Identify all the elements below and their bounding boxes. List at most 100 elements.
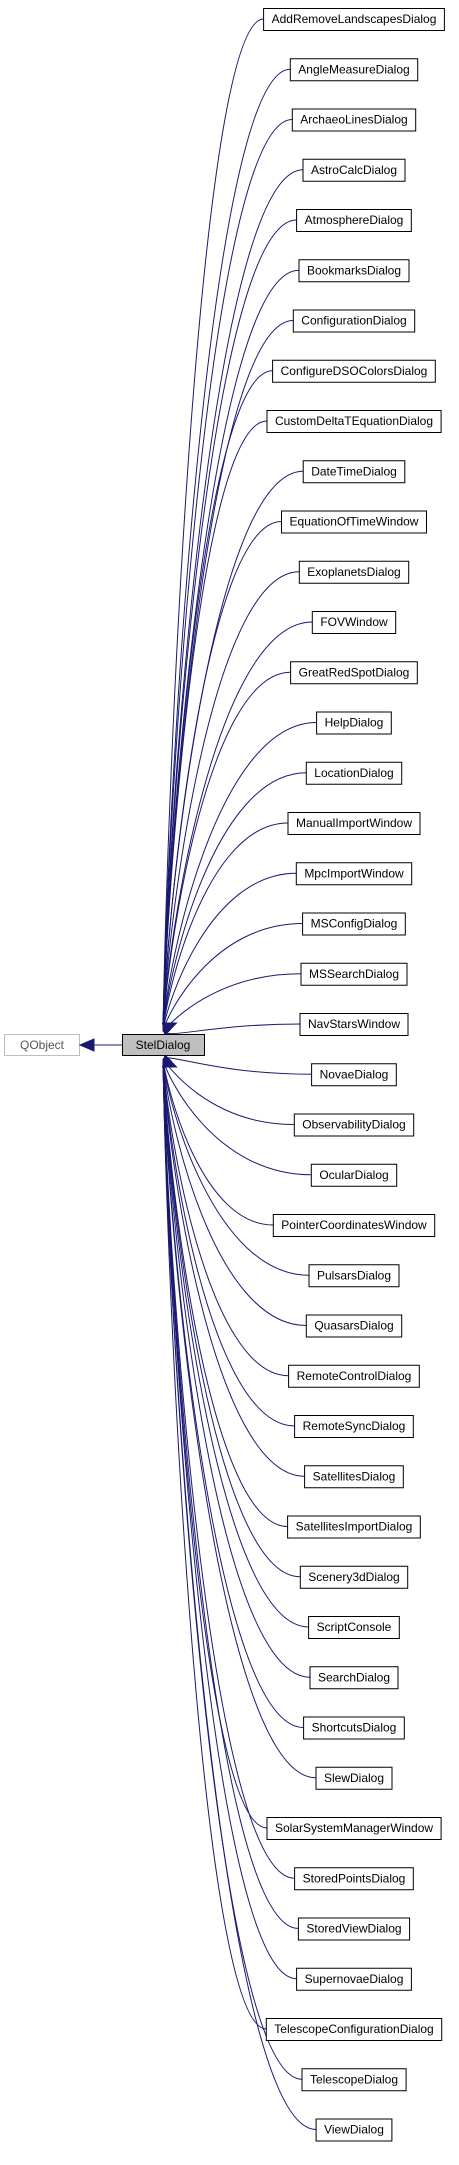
node-equation-of-time-window[interactable]: EquationOfTimeWindow	[281, 510, 427, 534]
node-remote-sync-dialog[interactable]: RemoteSyncDialog	[294, 1415, 414, 1438]
node-fovwindow[interactable]: FOVWindow	[311, 611, 397, 634]
node-exoplanets-dialog[interactable]: ExoplanetsDialog	[298, 560, 410, 584]
node-label: AddRemoveLandscapesDialog	[272, 12, 437, 26]
edge-remote-control-dialog	[162, 1058, 289, 1377]
node-box	[295, 862, 413, 886]
node-remote-control-dialog[interactable]: RemoteControlDialog	[288, 1364, 420, 1388]
node-great-red-spot-dialog[interactable]: GreatRedSpotDialog	[290, 661, 418, 685]
node-scenery3d-dialog[interactable]: Scenery3dDialog	[299, 1565, 409, 1589]
node-label: ShortcutsDialog	[312, 1721, 397, 1735]
node-steldialog[interactable]: StelDialog	[122, 1034, 205, 1056]
node-custom-delta-tequation-dialog[interactable]: CustomDeltaTEquationDialog	[266, 410, 442, 433]
node-satellites-import-dialog[interactable]: SatellitesImportDialog	[287, 1515, 421, 1539]
edge-custom-delta-tequation-dialog	[162, 420, 267, 1032]
node-quasars-dialog[interactable]: QuasarsDialog	[305, 1314, 403, 1338]
node-pulsars-dialog[interactable]: PulsarsDialog	[308, 1264, 400, 1288]
node-manual-import-window[interactable]: ManualImportWindow	[287, 812, 421, 835]
node-solar-system-manager-window[interactable]: SolarSystemManagerWindow	[266, 1817, 442, 1840]
node-box	[315, 2118, 393, 2142]
node-label: SupernovaeDialog	[305, 1972, 404, 1986]
node-script-console[interactable]: ScriptConsole	[308, 1616, 400, 1639]
node-box	[287, 812, 421, 835]
node-supernovae-dialog[interactable]: SupernovaeDialog	[296, 1967, 412, 1991]
node-label: AtmosphereDialog	[305, 213, 404, 227]
node-label: StoredPointsDialog	[303, 1871, 406, 1885]
node-msconfig-dialog[interactable]: MSConfigDialog	[302, 912, 406, 936]
node-box	[297, 1917, 411, 1941]
node-box	[289, 58, 419, 82]
node-observability-dialog[interactable]: ObservabilityDialog	[293, 1113, 415, 1137]
node-mpc-import-window[interactable]: MpcImportWindow	[295, 862, 413, 886]
node-label: ScriptConsole	[317, 1620, 392, 1634]
node-box	[311, 1063, 397, 1087]
node-search-dialog[interactable]: SearchDialog	[309, 1666, 399, 1690]
node-label: ViewDialog	[324, 2123, 384, 2137]
node-label: MSConfigDialog	[311, 917, 398, 931]
node-box	[308, 1264, 400, 1288]
node-pointer-coordinates-window[interactable]: PointerCoordinatesWindow	[272, 1214, 436, 1237]
node-nav-stars-window[interactable]: NavStarsWindow	[299, 1013, 409, 1036]
node-stored-view-dialog[interactable]: StoredViewDialog	[297, 1917, 411, 1941]
node-box	[266, 410, 442, 433]
node-astro-calc-dialog[interactable]: AstroCalcDialog	[302, 158, 406, 182]
node-archaeo-lines-dialog[interactable]: ArchaeoLinesDialog	[291, 108, 417, 132]
node-box	[294, 1867, 414, 1891]
node-date-time-dialog[interactable]: DateTimeDialog	[302, 460, 406, 484]
node-label: MSSearchDialog	[309, 967, 399, 981]
edge-msconfig-dialog	[162, 923, 303, 1032]
node-satellites-dialog[interactable]: SatellitesDialog	[304, 1465, 404, 1489]
node-slew-dialog[interactable]: SlewDialog	[315, 1766, 393, 1790]
node-configure-dsocolors-dialog[interactable]: ConfigureDSOColorsDialog	[272, 359, 436, 383]
node-box	[294, 1415, 414, 1438]
node-help-dialog[interactable]: HelpDialog	[316, 711, 392, 735]
edge-shortcuts-dialog	[162, 1058, 304, 1728]
node-label: ConfigureDSOColorsDialog	[281, 364, 428, 378]
node-box	[298, 259, 410, 283]
edge-exoplanets-dialog	[162, 571, 300, 1032]
derived-class-nodes: AddRemoveLandscapesDialogAngleMeasureDia…	[263, 8, 445, 2142]
node-atmosphere-dialog[interactable]: AtmosphereDialog	[296, 209, 412, 232]
node-box	[287, 1515, 421, 1539]
edge-ocular-dialog	[162, 1058, 312, 1176]
node-box	[266, 1817, 442, 1840]
node-location-dialog[interactable]: LocationDialog	[305, 761, 403, 785]
node-ocular-dialog[interactable]: OcularDialog	[310, 1163, 398, 1187]
node-label: BookmarksDialog	[307, 263, 401, 277]
node-box	[265, 2018, 443, 2041]
node-stored-points-dialog[interactable]: StoredPointsDialog	[294, 1867, 414, 1891]
node-mssearch-dialog[interactable]: MSSearchDialog	[300, 962, 408, 986]
node-telescope-dialog[interactable]: TelescopeDialog	[301, 2068, 407, 2092]
edge-astro-calc-dialog	[162, 169, 303, 1032]
node-box	[302, 460, 406, 484]
edge-scenery3d-dialog	[162, 1058, 301, 1578]
node-novae-dialog[interactable]: NovaeDialog	[311, 1063, 397, 1087]
edge-equation-of-time-window	[162, 521, 282, 1032]
node-angle-measure-dialog[interactable]: AngleMeasureDialog	[289, 58, 419, 82]
node-label: ArchaeoLinesDialog	[300, 113, 407, 127]
node-shortcuts-dialog[interactable]: ShortcutsDialog	[303, 1716, 405, 1740]
node-box	[302, 158, 406, 182]
node-add-remove-landscapes-dialog[interactable]: AddRemoveLandscapesDialog	[263, 8, 445, 31]
node-label: SolarSystemManagerWindow	[275, 1821, 433, 1835]
node-label: HelpDialog	[325, 716, 384, 730]
node-qobject[interactable]: QObject	[4, 1034, 80, 1056]
edge-mpc-import-window	[162, 872, 297, 1032]
node-view-dialog[interactable]: ViewDialog	[315, 2118, 393, 2142]
edge-quasars-dialog	[162, 1058, 307, 1326]
node-label: PointerCoordinatesWindow	[281, 1218, 427, 1232]
node-label: SatellitesDialog	[313, 1469, 396, 1483]
node-bookmarks-dialog[interactable]: BookmarksDialog	[298, 259, 410, 283]
node-label: ExoplanetsDialog	[307, 565, 400, 579]
edge-date-time-dialog	[162, 470, 304, 1032]
node-box	[310, 1163, 398, 1187]
node-configuration-dialog[interactable]: ConfigurationDialog	[292, 309, 416, 333]
node-telescope-configuration-dialog[interactable]: TelescopeConfigurationDialog	[265, 2018, 443, 2041]
node-box	[272, 1214, 436, 1237]
edge-mssearch-dialog	[162, 973, 301, 1032]
node-label: TelescopeDialog	[310, 2072, 398, 2086]
node-box	[308, 1616, 400, 1639]
node-box	[292, 309, 416, 333]
node-label: SatellitesImportDialog	[296, 1520, 413, 1534]
node-label: TelescopeConfigurationDialog	[274, 2022, 433, 2036]
node-label: SearchDialog	[318, 1670, 390, 1684]
